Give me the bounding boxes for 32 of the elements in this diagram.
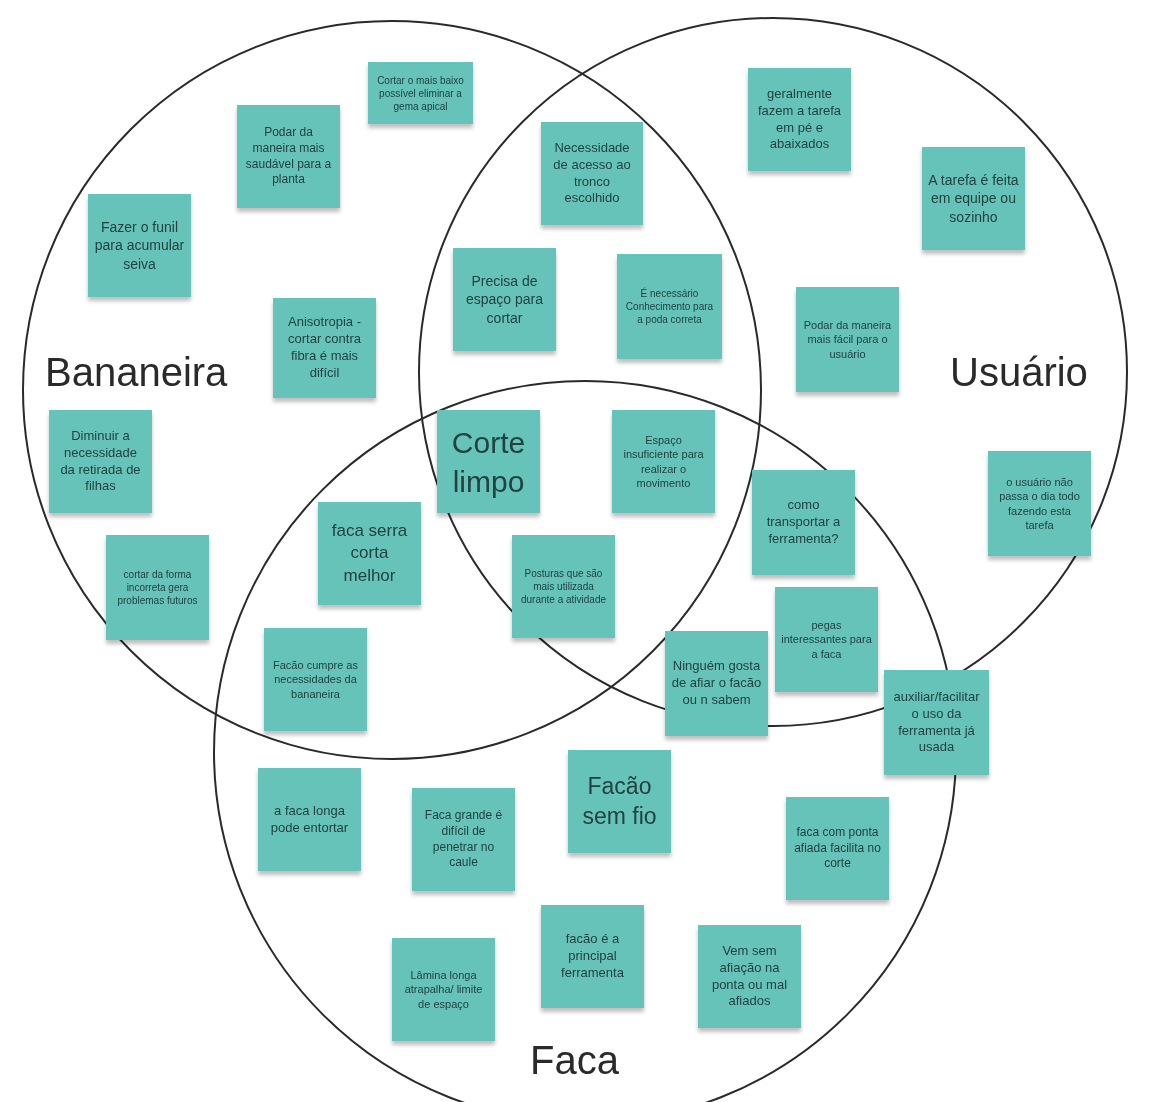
sticky-note: Precisa de espaço para cortar: [453, 248, 556, 351]
sticky-note: Ninguém gosta de afiar o facão ou n sabem: [665, 631, 768, 736]
sticky-note: Posturas que são mais utilizada durante a atividade: [512, 535, 615, 638]
sticky-note: Necessidade de acesso ao tronco escolhido: [541, 122, 643, 225]
sticky-note: Vem sem afiação na ponta ou mal afiados: [698, 925, 801, 1028]
sticky-note: pegas interessantes para a faca: [775, 587, 878, 692]
sticky-note: Cortar o mais baixo possível eliminar a gema apical: [368, 62, 473, 124]
sticky-note: auxiliar/facilitar o uso da ferramenta já usada: [884, 670, 989, 775]
sticky-note: Espaço insuficiente para realizar o movimento: [612, 410, 715, 513]
sticky-note: Anisotropia - cortar contra fibra é mais difícil: [273, 298, 376, 398]
sticky-note: Facão sem fio: [568, 750, 671, 853]
sticky-note: faca com ponta afiada facilita no corte: [786, 797, 889, 900]
circle-label: Bananeira: [45, 352, 228, 392]
sticky-note: Podar da maneira mais fácil para o usuário: [796, 287, 899, 392]
sticky-note: o usuário não passa o dia todo fazendo esta tarefa: [988, 451, 1091, 556]
sticky-note: Lâmina longa atrapalha/ limite de espaço: [392, 938, 495, 1041]
sticky-note: cortar da forma incorreta gera problemas futuros: [106, 535, 209, 640]
sticky-note: faca serra corta melhor: [318, 502, 421, 605]
sticky-note: Fazer o funil para acumular seiva: [88, 194, 191, 297]
sticky-note: Faca grande é difícil de penetrar no caule: [412, 788, 515, 891]
sticky-note: como transportar a ferramenta?: [752, 470, 855, 575]
circle-label: Faca: [530, 1040, 619, 1080]
sticky-note: geralmente fazem a tarefa em pé e abaixados: [748, 68, 851, 171]
sticky-note: a faca longa pode entortar: [258, 768, 361, 871]
sticky-note: Diminuir a necessidade da retirada de filhas: [49, 410, 152, 513]
sticky-note: facão é a principal ferramenta: [541, 905, 644, 1008]
sticky-note: Facão cumpre as necessidades da bananeira: [264, 628, 367, 731]
sticky-note: A tarefa é feita em equipe ou sozinho: [922, 147, 1025, 250]
sticky-note: Podar da maneira mais saudável para a planta: [237, 105, 340, 208]
sticky-note: É necessário Conhecimento para a poda correta: [617, 254, 722, 359]
sticky-note: Corte limpo: [437, 410, 540, 513]
circle-label: Usuário: [950, 352, 1088, 392]
